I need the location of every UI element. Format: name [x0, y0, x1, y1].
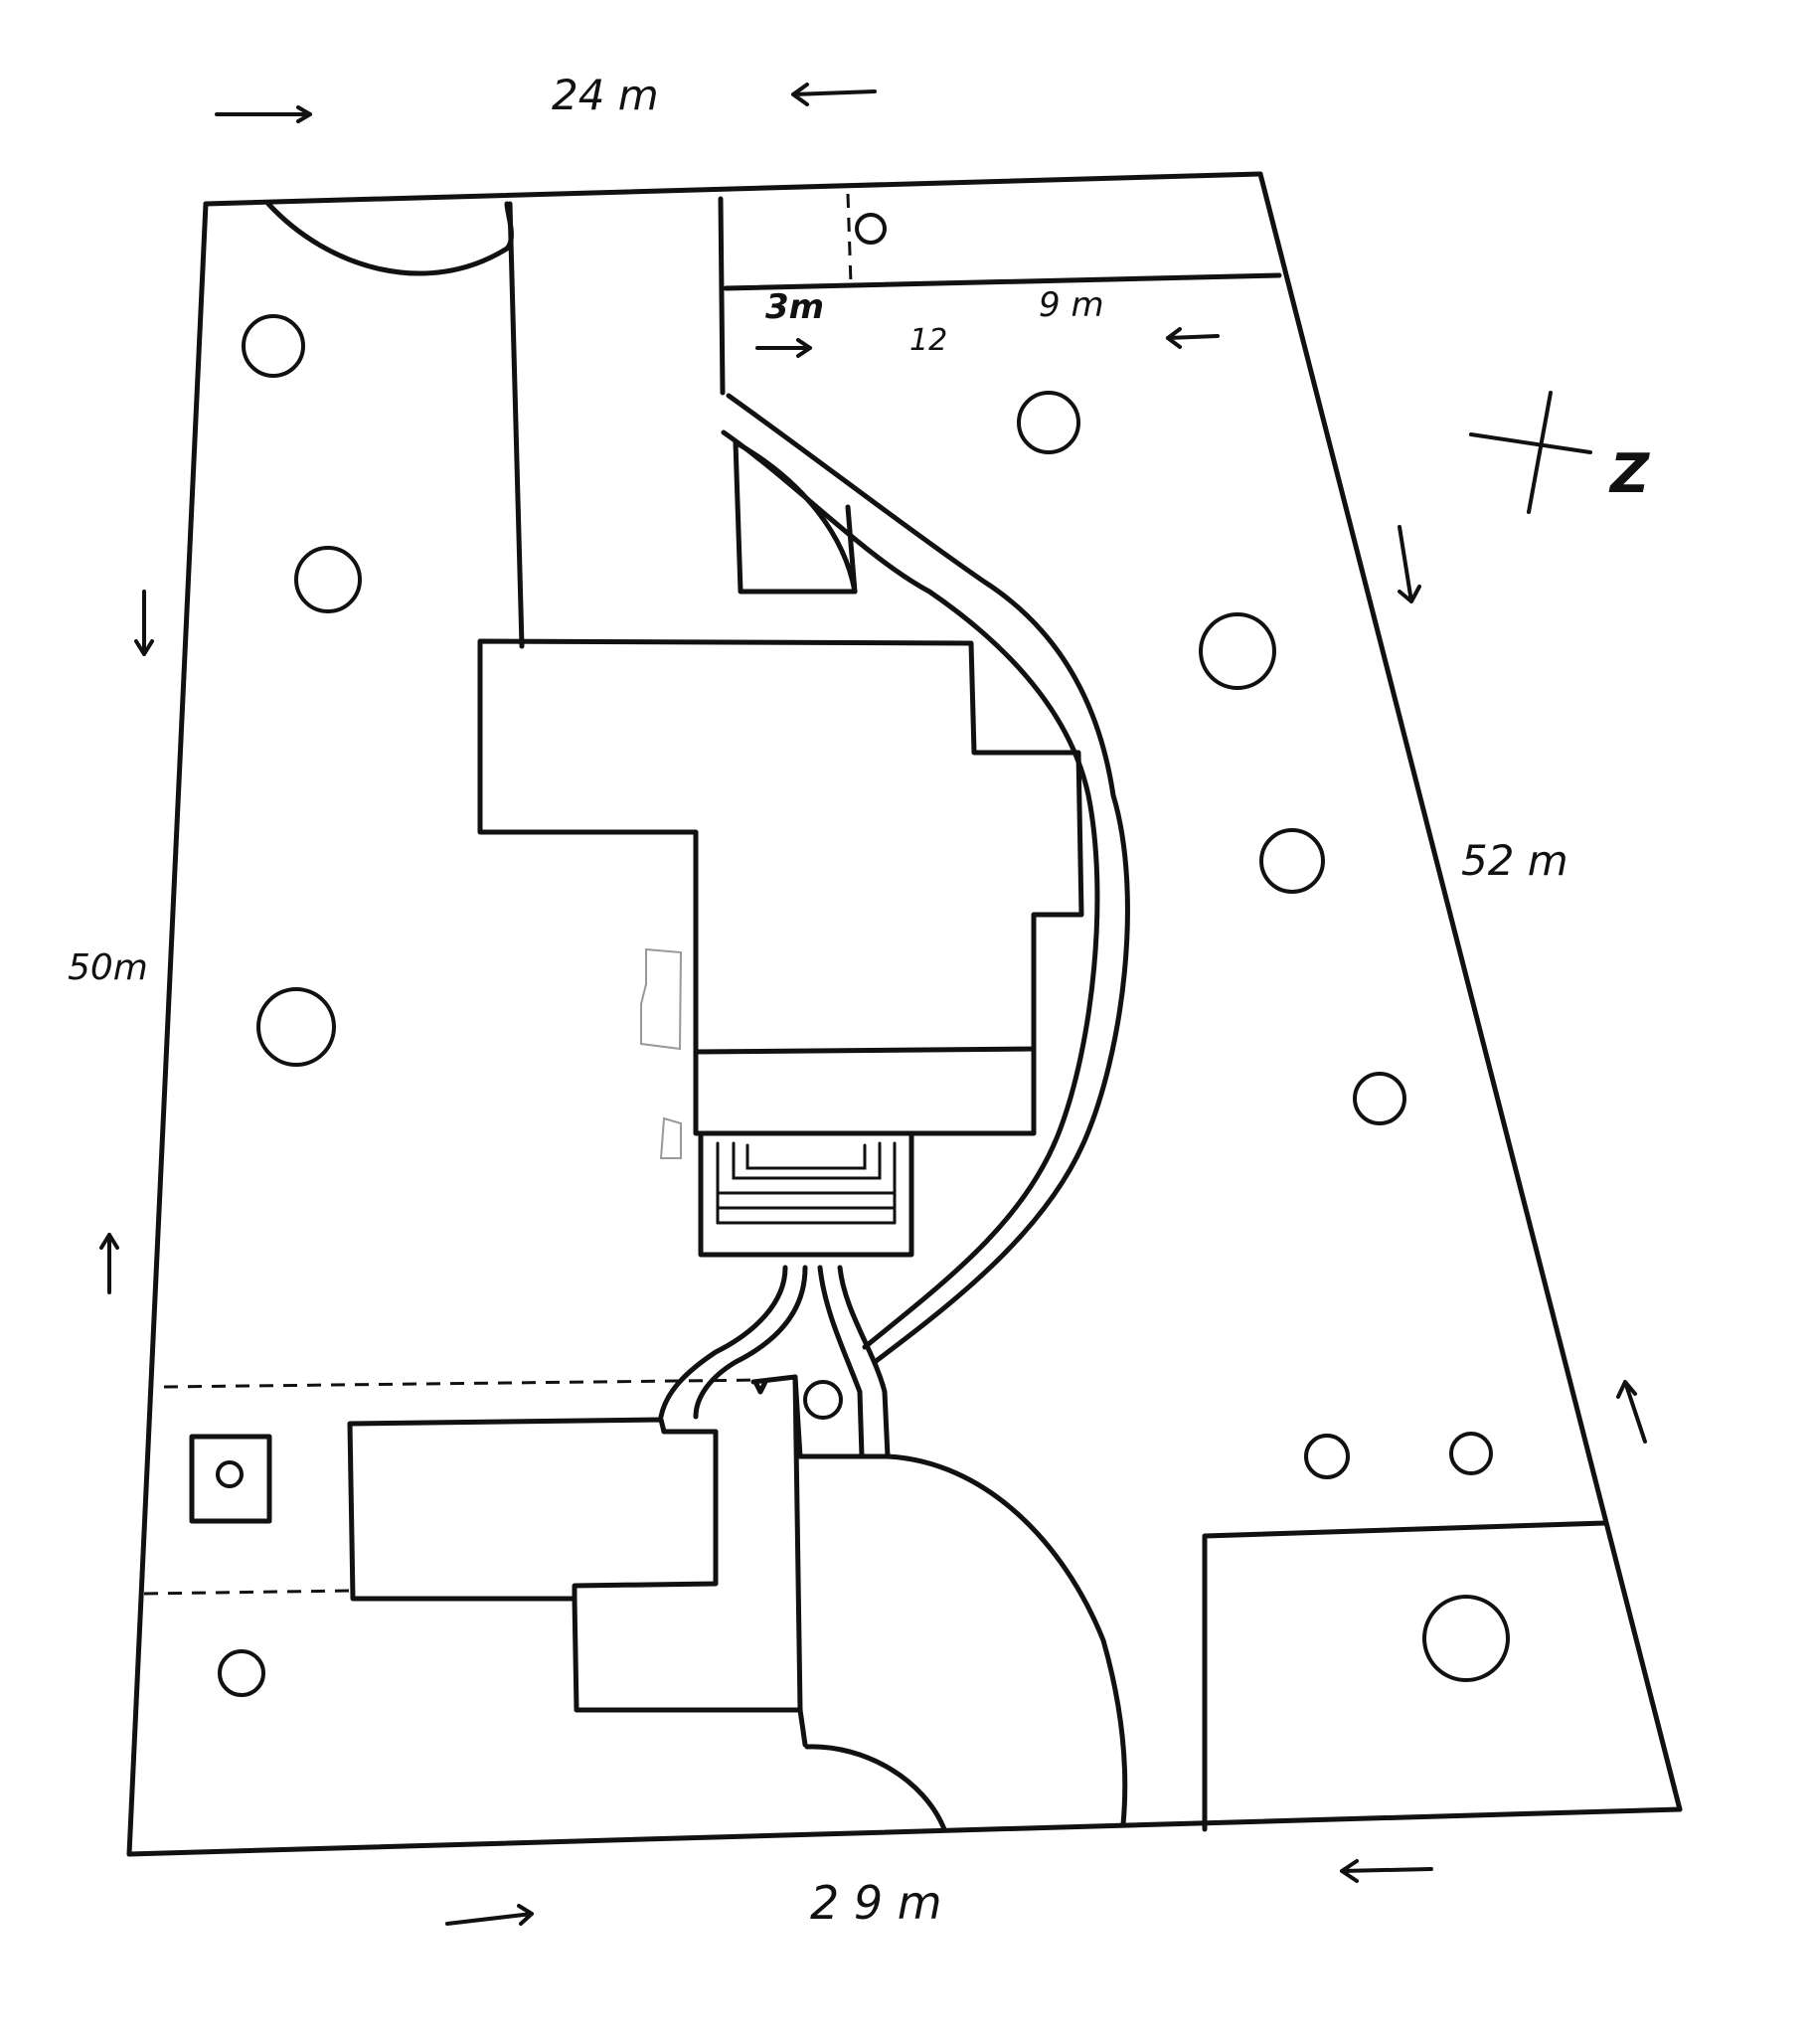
tree	[1353, 1072, 1406, 1125]
main-house	[477, 638, 1084, 1055]
smudge-2	[659, 1116, 682, 1159]
pad-tree	[216, 1460, 244, 1488]
tree	[1199, 612, 1276, 690]
boundary-bottom	[126, 1806, 1683, 1857]
property-boundary	[126, 171, 1683, 1857]
lower-drive-east-arc	[885, 1453, 1128, 1827]
driveway-strip-left	[718, 196, 726, 396]
dashed-boundary-lower	[143, 1589, 351, 1596]
west-fence-line	[507, 201, 525, 649]
north-marker-label: Z	[1608, 442, 1650, 505]
top-strip-divider	[846, 193, 853, 284]
tree	[256, 987, 336, 1067]
tree	[242, 314, 305, 378]
top-strip-line	[723, 272, 1282, 291]
dimension-strip-right: 9 m	[1039, 285, 1104, 325]
dimension-bottom: 2 9 m	[810, 1876, 942, 1930]
tree-top-strip	[855, 213, 887, 245]
tree	[803, 1380, 843, 1420]
dimension-strip-middle: 12	[909, 323, 947, 358]
house-front-band	[693, 1046, 1037, 1136]
utility-pad	[189, 1434, 272, 1524]
triangle-bed	[733, 439, 858, 595]
tree	[294, 546, 362, 613]
tree	[1017, 391, 1080, 454]
boundary-right	[1257, 171, 1683, 1812]
dimension-right: 52 m	[1461, 836, 1568, 885]
boundary-left	[126, 201, 209, 1857]
parking-area	[1202, 1520, 1608, 1832]
lower-drive-bottom-arc	[804, 1744, 947, 1832]
tree	[1422, 1595, 1510, 1682]
north-marker: Z	[1469, 391, 1650, 514]
footpaths	[658, 1265, 891, 1459]
tree	[1259, 828, 1325, 894]
dimension-left: 50m	[68, 947, 148, 988]
dimension-strip-left: 3m	[765, 287, 824, 327]
dimension-arrows	[99, 83, 1647, 1926]
garage	[347, 1417, 719, 1602]
entry-steps	[698, 1132, 914, 1258]
garage-annex	[572, 1596, 803, 1713]
dimension-top: 24 m	[552, 71, 659, 119]
trees	[218, 314, 1510, 1697]
top-left-arc	[265, 201, 514, 276]
boundary-top	[203, 171, 1263, 207]
lower-drive-west	[792, 1374, 808, 1748]
curved-driveway	[721, 393, 1130, 1365]
dashed-boundary-upper	[163, 1378, 766, 1389]
smudge-1	[640, 947, 683, 1051]
tree	[218, 1649, 265, 1697]
tree	[1449, 1432, 1493, 1475]
tree	[1304, 1434, 1350, 1479]
